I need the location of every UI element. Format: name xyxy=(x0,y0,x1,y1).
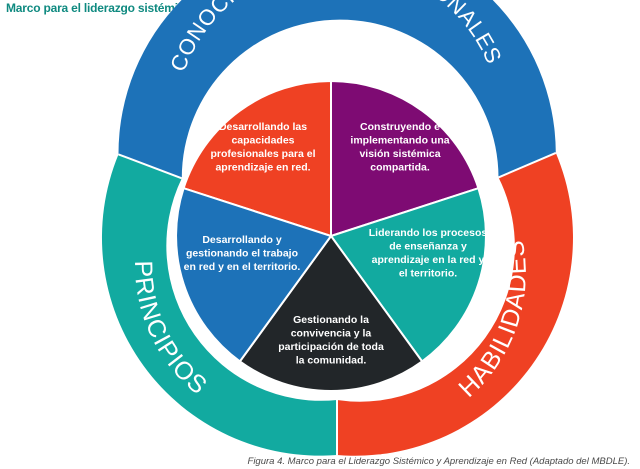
figure-caption: Figura 4. Marco para el Liderazgo Sistém… xyxy=(247,456,630,467)
segment-label-line: de enseñanza y xyxy=(389,241,467,253)
segment-label-line: la comunidad. xyxy=(296,355,367,367)
ring-sector-habilidades xyxy=(337,152,573,456)
segment-label-line: participación de toda xyxy=(278,341,384,353)
segment-label-line: profesionales para el xyxy=(210,148,315,160)
segment-label-line: implementando una xyxy=(350,135,449,147)
segment-ensenanza xyxy=(329,186,487,363)
segment-label-line: visión sistémica xyxy=(359,148,440,160)
segment-label-line: Construyendo e xyxy=(360,121,440,133)
segment-label-line: gestionando el trabajo xyxy=(186,248,298,260)
page-heading: Marco para el liderazgo sistémico xyxy=(6,1,192,15)
ring-sector-conocimientos xyxy=(118,0,556,179)
segment-label-line: Liderando los procesos xyxy=(369,227,488,239)
segment-label-line: compartida. xyxy=(370,162,430,174)
segment-label-line: convivencia y la xyxy=(291,328,372,340)
segment-label-line: Desarrollando las xyxy=(219,121,307,133)
segment-label-line: Desarrollando y xyxy=(202,234,282,246)
segment-label-line: aprendizaje en la red y xyxy=(372,254,485,266)
ring-sector-principios xyxy=(101,154,337,456)
segment-label-line: aprendizaje en red. xyxy=(215,162,310,174)
segment-label-line: en red y en el territorio. xyxy=(184,261,301,273)
segment-convivencia xyxy=(238,234,424,392)
segment-label-line: Gestionando la xyxy=(293,314,369,326)
segment-capacidades xyxy=(182,79,332,238)
segment-label-line: el territorio. xyxy=(399,268,457,280)
segment-vision xyxy=(330,79,480,238)
ring-divider xyxy=(118,153,183,180)
inner-segments xyxy=(175,79,487,392)
segment-trabajo-red xyxy=(175,186,333,363)
segment-label-line: capacidades xyxy=(231,135,294,147)
ring-divider xyxy=(498,151,557,179)
